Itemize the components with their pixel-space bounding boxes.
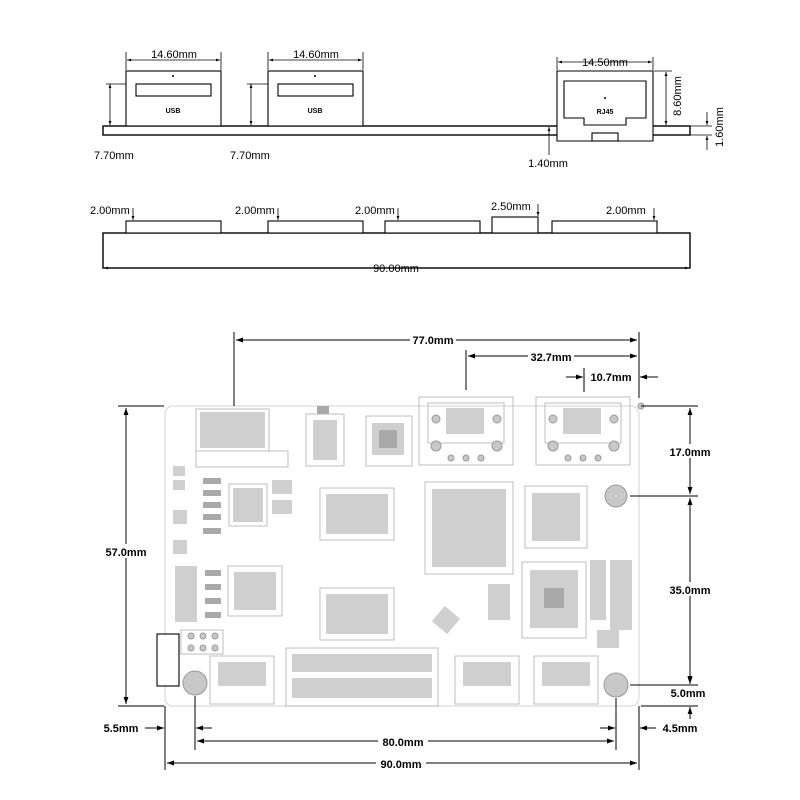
dim-57: 57.0mm [106, 547, 147, 559]
dim-5-5: 5.5mm [104, 723, 139, 735]
rj45-drop-dim: 1.40mm [528, 158, 568, 170]
dim-32-7: 32.7mm [531, 352, 572, 364]
protrusion-dim-2: 2.00mm [235, 205, 275, 217]
rj45-connector-side: RJ45 14.50mm 8.60mm 1.40mm [528, 57, 684, 170]
board-thickness-dim: 1.60mm [714, 107, 726, 147]
dim-80: 80.0mm [383, 737, 424, 749]
side-view-pcb [102, 125, 691, 136]
usb-connector-side-1: USB 14.60mm [106, 49, 222, 127]
front-view: 2.00mm 2.00mm 2.00mm 2.50mm 2.00mm 90.00… [90, 201, 691, 275]
dim-4-5: 4.5mm [663, 723, 698, 735]
rj45-height-dim: 8.60mm [672, 76, 684, 116]
dim-5: 5.0mm [671, 688, 706, 700]
usb-label-1: USB [166, 108, 181, 115]
usb-connector-side-2: USB 14.60mm [247, 49, 364, 127]
dim-17: 17.0mm [670, 447, 711, 459]
top-connector-footprint-2 [535, 396, 631, 466]
rj45-width-dim: 14.50mm [582, 57, 628, 69]
protrusion-dim-3: 2.00mm [355, 205, 395, 217]
top-view-dimensions: 77.0mm 32.7mm 10.7mm 57.0mm 17.0mm 35.0m… [102, 332, 715, 771]
dim-77: 77.0mm [413, 335, 454, 347]
protrusion-dim-4: 2.50mm [491, 201, 531, 213]
top-view [156, 396, 645, 707]
side-view: USB 14.60mm USB 14.60mm R [94, 49, 726, 170]
front-view-pcb [102, 232, 691, 269]
usb-width-dim-1: 14.60mm [151, 49, 197, 61]
rj45-label: RJ45 [597, 109, 614, 116]
usb-label-2: USB [308, 108, 323, 115]
top-connector-footprint-1 [418, 396, 514, 466]
protrusion-dim-5: 2.00mm [606, 205, 646, 217]
dim-10-7: 10.7mm [591, 372, 632, 384]
front-total-length-dim: 90.00mm [373, 263, 419, 275]
dim-90: 90.0mm [381, 759, 422, 771]
offset-dim-2: 7.70mm [230, 150, 270, 162]
offset-dim-1: 7.70mm [94, 150, 134, 162]
dim-35: 35.0mm [670, 585, 711, 597]
protrusion-dim-1: 2.00mm [90, 205, 130, 217]
usb-width-dim-2: 14.60mm [293, 49, 339, 61]
